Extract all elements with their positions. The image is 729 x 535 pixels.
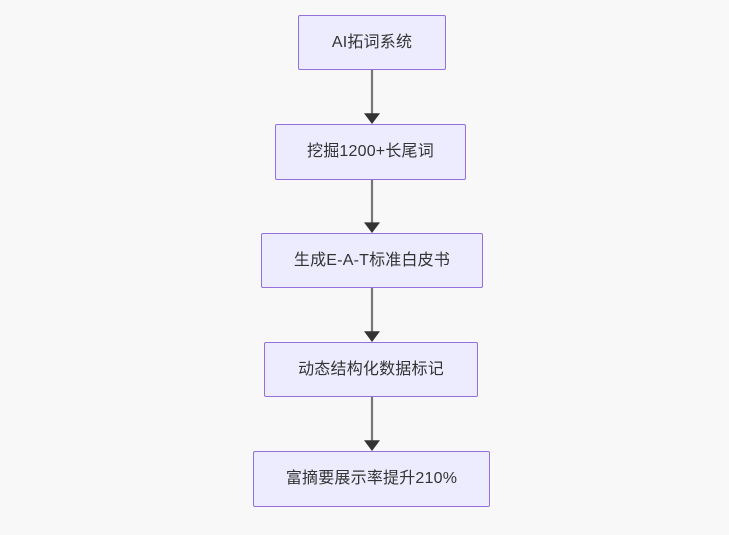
flow-node-label: AI拓词系统 (331, 33, 413, 51)
flow-arrow-icon (357, 180, 387, 233)
flow-arrow-icon (357, 70, 387, 124)
flow-arrow-icon (357, 397, 387, 451)
flow-node-ai-keyword-system[interactable]: AI拓词系统 (298, 15, 446, 70)
flow-node-rich-snippet-impression-uplift[interactable]: 富摘要展示率提升210% (253, 451, 490, 507)
flow-node-generate-eat-whitepaper[interactable]: 生成E-A-T标准白皮书 (261, 233, 483, 288)
flow-node-label: 挖掘1200+长尾词 (307, 143, 434, 160)
flow-node-mine-longtail-keywords[interactable]: 挖掘1200+长尾词 (275, 124, 466, 180)
flow-arrow-icon (357, 288, 387, 342)
flow-node-label: 富摘要展示率提升210% (285, 470, 458, 487)
flow-node-label: 生成E-A-T标准白皮书 (293, 251, 451, 269)
flow-node-dynamic-structured-data-markup[interactable]: 动态结构化数据标记 (264, 342, 478, 397)
flow-node-label: 动态结构化数据标记 (298, 360, 444, 378)
